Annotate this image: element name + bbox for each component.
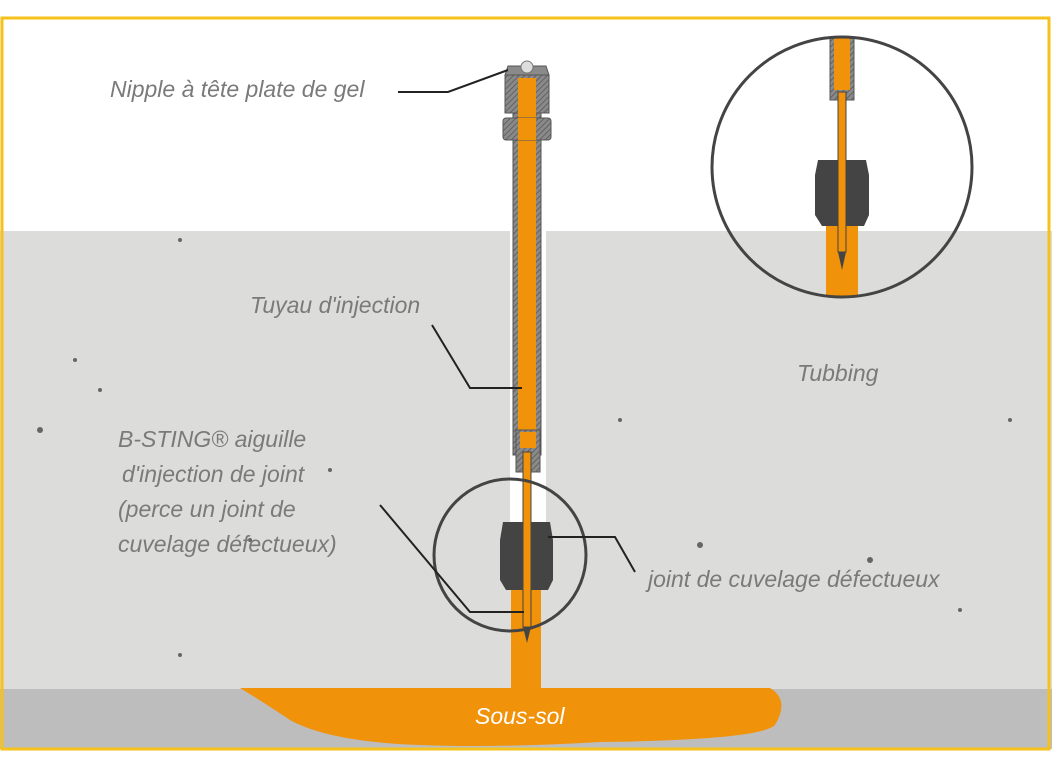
nipple-core: [518, 78, 536, 118]
frame-border: [0, 16, 1051, 751]
detail-circle: [432, 477, 588, 633]
label-needle-1: B-STING® aiguille: [118, 426, 306, 452]
nipple-ball: [520, 60, 534, 74]
label-needle-4: cuvelage défectueux): [118, 531, 337, 557]
leader-nipple: [398, 69, 509, 93]
lock-nut-core: [518, 118, 536, 140]
label-pipe: Tuyau d'injection: [250, 292, 420, 318]
label-nipple: Nipple à tête plate de gel: [110, 76, 365, 102]
label-subsoil: Sous-sol: [475, 703, 565, 729]
label-needle-2: d'injection de joint: [122, 461, 306, 487]
pipe-core: [518, 100, 536, 440]
leader-needle: [379, 504, 524, 613]
gel-spread: [240, 688, 782, 746]
label-tubbing: Tubbing: [797, 360, 879, 386]
needle: [522, 451, 532, 628]
coupling-core: [520, 432, 536, 448]
label-needle-3: (perce un joint de: [118, 496, 296, 522]
leader-seal: [548, 536, 636, 573]
label-seal: joint de cuvelage défectueux: [645, 566, 941, 592]
concrete-speckles: [37, 238, 1012, 657]
leader-pipe: [431, 324, 522, 389]
inset-circle: [710, 35, 974, 299]
